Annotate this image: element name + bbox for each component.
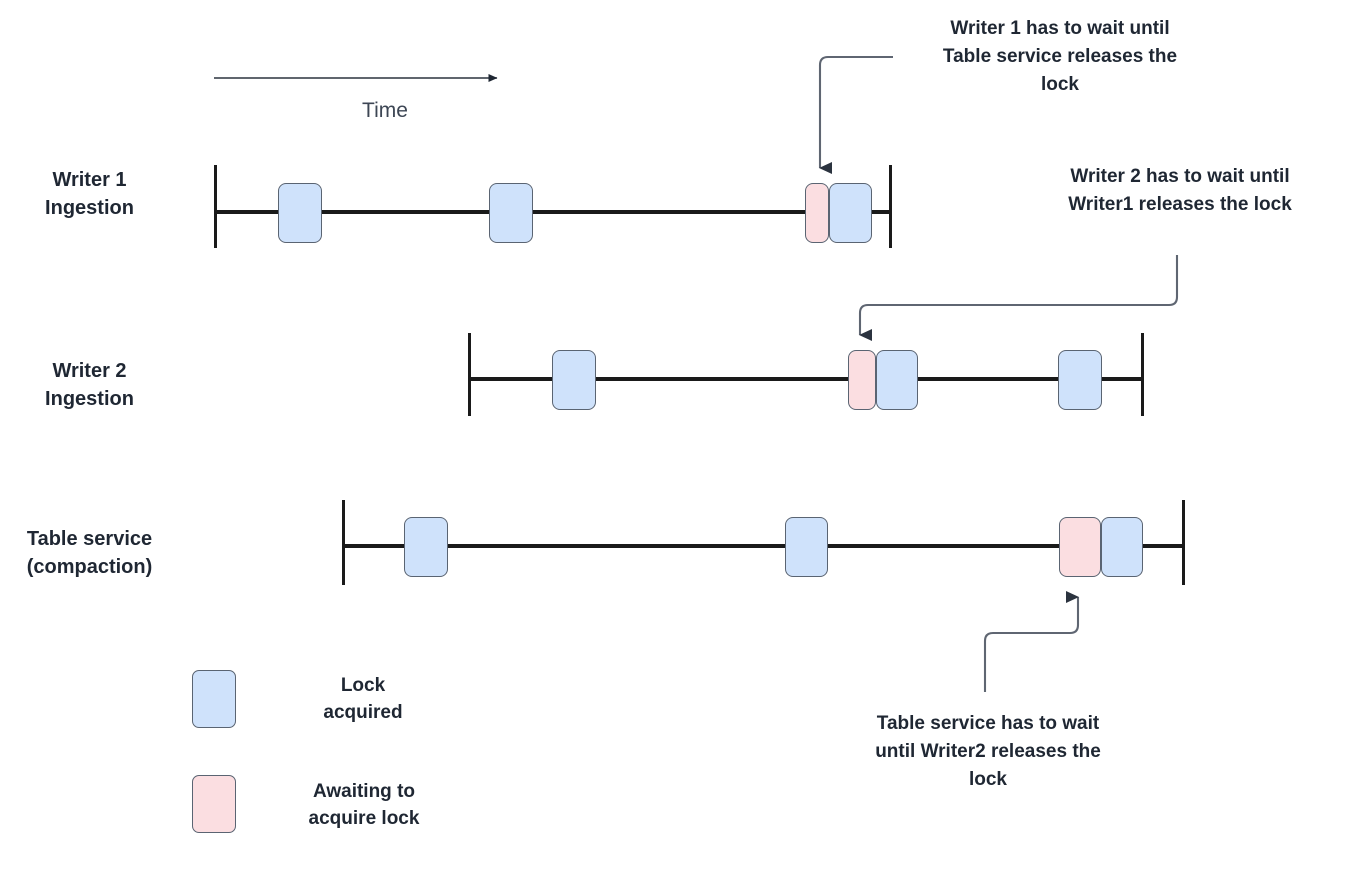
lock-box-blue[interactable]: [278, 183, 322, 243]
lock-box-blue[interactable]: [785, 517, 828, 577]
axis-tick-end-writer-2: [1141, 333, 1144, 416]
axis-line-table-service: [342, 544, 1184, 548]
row-label-table-service: Table service (compaction): [26, 528, 153, 578]
lock-box-pink[interactable]: [1059, 517, 1101, 577]
row-label-writer-2: Writer 2 Ingestion: [45, 360, 134, 410]
lock-box-blue[interactable]: [404, 517, 448, 577]
annotation-writer1-wait: Writer 1 has to wait until Table service…: [942, 18, 1178, 95]
lock-box-blue[interactable]: [829, 183, 872, 243]
lock-box-blue[interactable]: [1058, 350, 1102, 410]
legend-label-awaiting-lock: Awaiting to acquire lock: [308, 781, 420, 829]
lock-box-blue[interactable]: [1101, 517, 1143, 577]
row-label-writer-1: Writer 1 Ingestion: [45, 169, 134, 219]
time-axis-label: Time: [362, 99, 408, 122]
lock-box-blue[interactable]: [876, 350, 918, 410]
axis-tick-start-table-service: [342, 500, 345, 585]
legend-label-lock-acquired: Lock acquired: [323, 675, 403, 723]
axis-tick-start-writer-1: [214, 165, 217, 248]
legend-swatch-lock-acquired: [192, 670, 236, 728]
connector-table-service-wait: [983, 591, 1080, 692]
annotation-writer2-wait: Writer 2 has to wait until Writer1 relea…: [1068, 166, 1292, 215]
lock-box-blue[interactable]: [552, 350, 596, 410]
axis-line-writer-2: [468, 377, 1143, 381]
connector-writer2-wait: [858, 255, 1179, 341]
lock-box-pink[interactable]: [848, 350, 876, 410]
axis-line-writer-1: [214, 210, 892, 214]
axis-tick-end-table-service: [1182, 500, 1185, 585]
lock-box-blue[interactable]: [489, 183, 533, 243]
annotation-table-service-wait: Table service has to wait until Writer2 …: [875, 713, 1101, 790]
axis-tick-end-writer-1: [889, 165, 892, 248]
lock-box-pink[interactable]: [805, 183, 829, 243]
axis-tick-start-writer-2: [468, 333, 471, 416]
legend-swatch-awaiting-lock: [192, 775, 236, 833]
connector-writer1-wait: [818, 55, 893, 174]
